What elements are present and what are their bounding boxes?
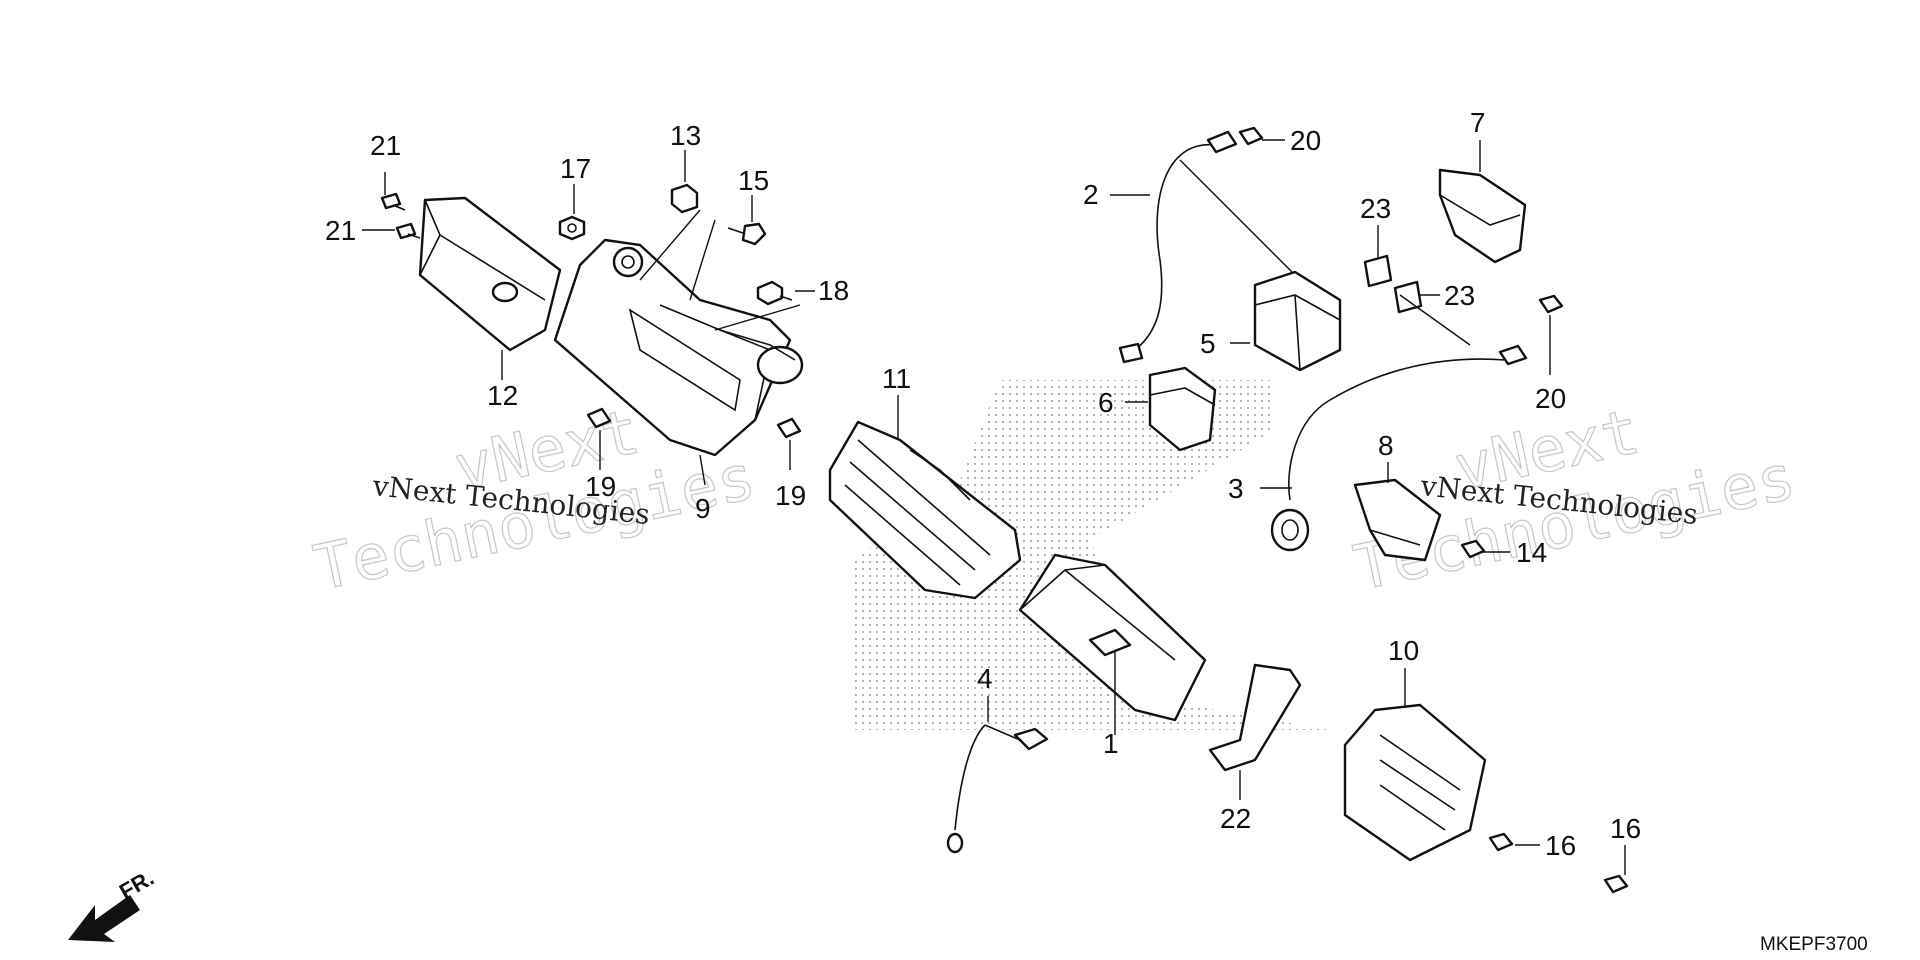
part-15-bolt xyxy=(689,195,767,301)
part-4-cable xyxy=(946,696,1049,854)
callout-16a: 16 xyxy=(1545,830,1576,861)
part-9-box xyxy=(553,238,804,486)
callout-9: 9 xyxy=(695,493,711,524)
part-22-bracket xyxy=(1208,663,1302,800)
callout-8: 8 xyxy=(1378,430,1394,461)
diagram-code: MKEPF3700 xyxy=(1760,934,1868,955)
part-12-cover xyxy=(418,196,562,380)
callout-23a: 23 xyxy=(1360,193,1391,224)
part-16-bolt-b xyxy=(1603,845,1629,894)
callout-7: 7 xyxy=(1470,107,1486,138)
part-14-bolt xyxy=(1460,539,1510,559)
callout-14: 14 xyxy=(1516,537,1547,568)
front-label: FR. xyxy=(115,865,158,904)
callout-11: 11 xyxy=(882,363,911,394)
part-13-clip xyxy=(639,150,701,281)
part-5-relay xyxy=(1230,270,1342,372)
callout-5: 5 xyxy=(1200,328,1216,359)
callout-12: 12 xyxy=(487,380,518,411)
part-19-nut-left xyxy=(586,407,612,470)
part-11-fuse-box xyxy=(828,395,1022,600)
callout-15: 15 xyxy=(738,165,769,196)
callout-22: 22 xyxy=(1220,803,1251,834)
part-16-bolt-a xyxy=(1488,832,1540,852)
callout-10: 10 xyxy=(1388,635,1419,666)
callout-19b: 19 xyxy=(775,480,806,511)
callout-17: 17 xyxy=(560,153,591,184)
part-18-bolt xyxy=(714,280,815,331)
callout-4: 4 xyxy=(977,663,993,694)
part-23-fuse-a xyxy=(1363,225,1393,288)
callout-16b: 16 xyxy=(1610,813,1641,844)
part-20-bolt-top xyxy=(1238,126,1285,146)
part-19-nut-right xyxy=(776,417,802,470)
part-10-regulator xyxy=(1343,668,1487,862)
part-7-cover xyxy=(1438,140,1527,264)
callout-20b: 20 xyxy=(1535,383,1566,414)
dotted-shading xyxy=(855,380,1330,730)
callout-labels: 1 2 3 4 5 6 7 8 9 10 11 12 13 14 15 16 1… xyxy=(325,107,1641,861)
part-1-battery-case xyxy=(1018,553,1207,735)
callout-1: 1 xyxy=(1103,728,1119,759)
part-20-bolt-right xyxy=(1538,294,1564,375)
callout-3: 3 xyxy=(1228,473,1244,504)
callout-21a: 21 xyxy=(370,130,401,161)
callout-18: 18 xyxy=(818,275,849,306)
callout-19a: 19 xyxy=(585,471,616,502)
callout-23b: 23 xyxy=(1444,280,1475,311)
callout-2: 2 xyxy=(1083,179,1099,210)
callout-21b: 21 xyxy=(325,215,356,246)
part-6-holder xyxy=(1125,366,1217,452)
part-17-nut xyxy=(558,184,586,241)
part-8-bracket xyxy=(1353,462,1442,562)
front-arrow: FR. xyxy=(68,865,158,942)
callout-6: 6 xyxy=(1098,387,1114,418)
callout-20a: 20 xyxy=(1290,125,1321,156)
part-21-bolts xyxy=(362,172,421,240)
callout-13: 13 xyxy=(670,120,701,151)
part-3-cable xyxy=(1260,294,1528,552)
